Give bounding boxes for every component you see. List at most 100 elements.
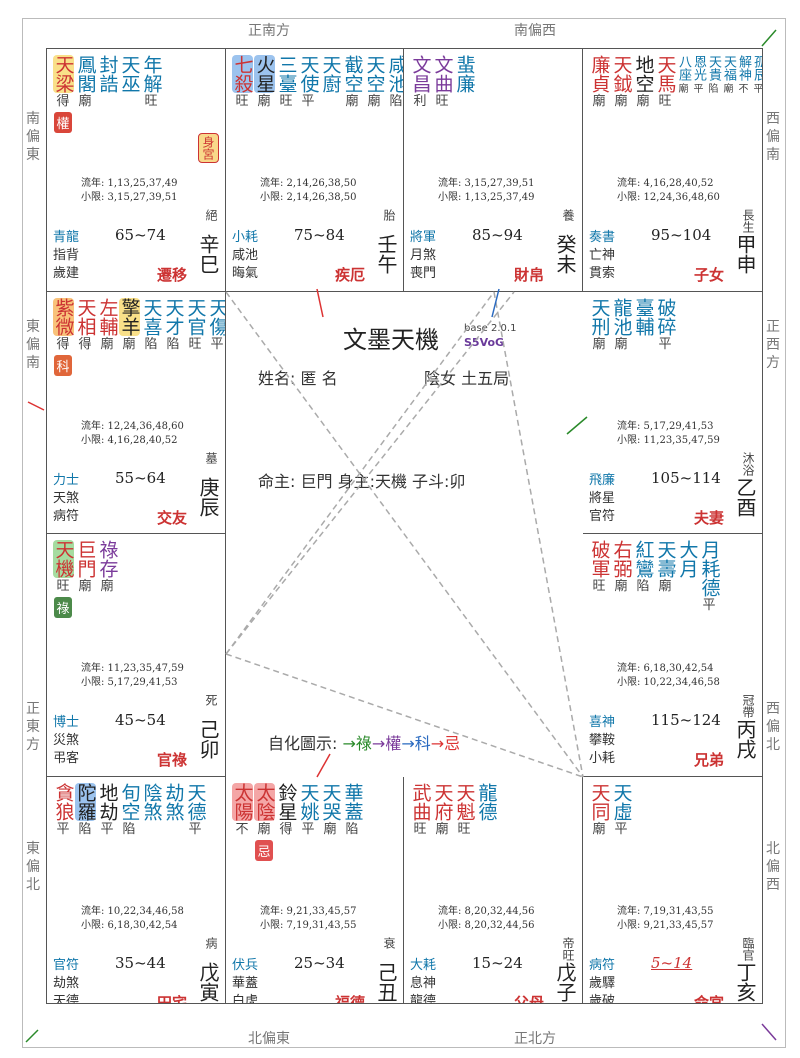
arrow-ke-marker: [491, 288, 500, 318]
god-primary: 力士: [53, 473, 80, 488]
stem-branch: 癸未: [553, 234, 577, 274]
transform-badge: 忌: [255, 840, 273, 861]
arrow-bottom-left-icon: [25, 1029, 39, 1043]
god-tertiary: 官符: [589, 509, 616, 524]
star: 天梁得權: [52, 55, 75, 133]
star-brightness: 旺: [457, 822, 471, 837]
decade-range: 5~14: [651, 954, 693, 972]
star-name: 天魁: [453, 783, 476, 821]
star-list: 天刑廟龍池廟臺輔破碎平: [589, 298, 677, 353]
star-list: 紫微得科天相得左輔廟擎羊廟天喜陷天才陷天官旺天傷平寡宿陷: [52, 298, 225, 376]
minor-limit: 小限: 11,23,35,47,59: [617, 435, 720, 446]
star: 天虛平: [611, 783, 633, 838]
god-primary: 飛廉: [589, 473, 616, 488]
star-name: 鳳閣: [74, 55, 97, 93]
star: 龍池廟: [611, 298, 633, 353]
star-brightness: 得: [56, 94, 70, 109]
life-phase: 冠帶: [741, 694, 755, 718]
star: 陰煞: [140, 783, 163, 838]
star-name: 天相: [74, 298, 97, 336]
star: 天喜陷: [141, 298, 163, 376]
star-name: 封誥: [96, 55, 119, 93]
god-secondary: 亡神: [589, 248, 616, 263]
palace-cell-shen[interactable]: 廉貞廟天鉞廟地空廟天馬旺八座廟恩光平天貴陷天福廟解神不孤辰平流年: 4,16,2…: [583, 49, 762, 292]
star-brightness: 廟: [345, 94, 359, 109]
palace-name: 官祿: [156, 751, 187, 769]
star-brightness: 廟: [614, 337, 628, 352]
god-secondary: 息神: [410, 976, 437, 991]
transform-badge: 科: [54, 355, 72, 376]
life-phase: 絕: [204, 209, 218, 221]
star-brightness: 得: [56, 337, 70, 352]
star-name: 貪狼: [52, 783, 75, 821]
star: 破軍旺: [589, 540, 611, 614]
star: 天廚: [320, 55, 342, 110]
god-primary: 奏書: [589, 230, 616, 245]
decade-range: 115~124: [651, 711, 721, 729]
god-secondary: 攀鞍: [589, 733, 616, 748]
god-tertiary: 貫索: [589, 266, 616, 281]
name-line: 姓名: 匿 名: [258, 369, 338, 388]
palace-cell-wu[interactable]: 七殺旺火星廟三臺旺天使平天廚截空廟天空廟咸池陷流年: 2,14,26,38,50…: [226, 49, 404, 292]
star: 地空廟: [633, 55, 655, 110]
star: 祿存廟: [97, 540, 119, 618]
star-name: 鈴星: [275, 783, 298, 821]
star-brightness: 陷: [345, 822, 359, 837]
star-brightness: 廟: [100, 579, 114, 594]
star-name: 月耗德: [698, 540, 721, 597]
star-name: 天壽: [654, 540, 677, 578]
minor-star-brightness: 不: [738, 84, 749, 95]
star-brightness: 平: [658, 337, 672, 352]
arrow-top-right-icon: [761, 29, 777, 47]
star-brightness: 廟: [122, 337, 136, 352]
star-brightness: 得: [78, 337, 92, 352]
star-name: 陰煞: [140, 783, 163, 821]
star-name: 廉貞: [588, 55, 611, 93]
legend-ji: →忌: [430, 734, 461, 753]
life-phase: 胎: [382, 209, 396, 221]
palace-cell-chen[interactable]: 紫微得科天相得左輔廟擎羊廟天喜陷天才陷天官旺天傷平寡宿陷流年: 12,24,36…: [47, 292, 226, 534]
minor-limit: 小限: 2,14,26,38,50: [260, 192, 357, 203]
minor-star-name: 天福: [721, 55, 736, 81]
self-transform-legend: 自化圖示: →祿→權→科→忌: [268, 730, 460, 754]
star-name: 巨門: [74, 540, 97, 578]
star-name: 武曲: [409, 783, 432, 821]
star: 陀羅陷: [74, 783, 97, 838]
star-name: 紫微: [52, 298, 75, 336]
palace-name: 命宮: [693, 994, 724, 1003]
god-primary: 將軍: [410, 230, 437, 245]
star-name: 右弼: [610, 540, 633, 578]
life-phase: 病: [204, 937, 218, 949]
star-list: 太陽不太陰廟忌鈴星得天姚平天哭廟華蓋陷: [231, 783, 364, 861]
star: 地劫平: [97, 783, 119, 838]
star: 太陰廟忌: [253, 783, 276, 861]
minor-star-brightness: 平: [754, 82, 763, 98]
star-name: 華蓋: [341, 783, 364, 821]
palace-name: 財帛: [513, 266, 544, 284]
star-brightness: 不: [235, 822, 249, 837]
star: 天巫: [119, 55, 141, 133]
star-name: 龍德: [475, 783, 498, 821]
dir-top-left: 正南方: [248, 23, 290, 39]
legend-ke: →科: [401, 734, 431, 753]
star-name: 破碎: [654, 298, 677, 336]
minor-star: 天貴陷: [706, 55, 721, 110]
star-name: 天府: [431, 783, 454, 821]
star-name: 天官: [184, 298, 207, 336]
god-secondary: 歲驛: [589, 976, 616, 991]
dir-bottom-right: 正北方: [514, 1031, 556, 1047]
minor-star-brightness: 廟: [678, 84, 689, 95]
star-brightness: 旺: [279, 94, 293, 109]
god-secondary: 劫煞: [53, 976, 80, 991]
